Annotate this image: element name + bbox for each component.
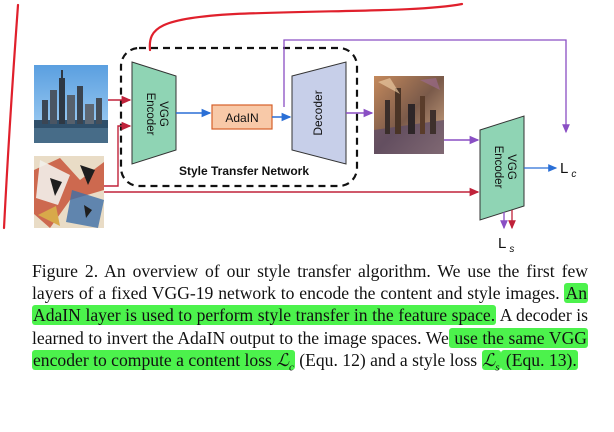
style-transfer-network-frame: [119, 46, 359, 188]
arrow-style-to-encoder: [104, 121, 132, 187]
caption-plain-3: (Equ. 12) and a style loss: [294, 349, 482, 370]
decoder-label: Decoder: [311, 90, 325, 135]
arrow-adain-target: [283, 39, 570, 134]
vgg-encoder-left-label-1: VGG: [157, 101, 169, 127]
annotation-stroke-left: [2, 3, 20, 230]
figure-caption: Figure 2. An overview of our style trans…: [32, 260, 588, 379]
adain-label: AdaIN: [225, 111, 258, 125]
content-loss-symbol: ℒc: [276, 349, 294, 374]
style-transfer-diagram: VGG Encoder AdaIN Decoder Style Transfer…: [2, 2, 576, 255]
network-label: Style Transfer Network: [179, 164, 309, 178]
adain-block: [211, 104, 273, 130]
vgg-encoder-left-label-2: Encoder: [144, 93, 156, 136]
figure-label: Figure 2.: [32, 261, 99, 281]
style-loss-symbol-highlight: ℒs: [481, 349, 501, 374]
vgg-encoder-right-label-2: Encoder: [492, 146, 504, 189]
caption-sentence-1: An overview of our style transfer algori…: [32, 261, 588, 304]
vgg-encoder-right-label-1: VGG: [505, 154, 517, 180]
output-image: [374, 76, 444, 154]
caption-sentence-2: A decoder is learned to invert the AdaIN…: [32, 305, 589, 348]
caption-plain-4: (Equ. 13).: [500, 349, 578, 370]
vgg-encoder-left: [131, 61, 177, 165]
vgg-encoder-right: [479, 115, 525, 221]
style-loss-symbol: ℒs: [482, 349, 500, 374]
caption-highlight-2-text: use the same VGG encoder to compute a co…: [33, 327, 587, 370]
content-image: [34, 65, 108, 143]
style-image: [34, 156, 104, 228]
annotation-stroke-top: [148, 2, 464, 52]
decoder: [291, 61, 347, 165]
